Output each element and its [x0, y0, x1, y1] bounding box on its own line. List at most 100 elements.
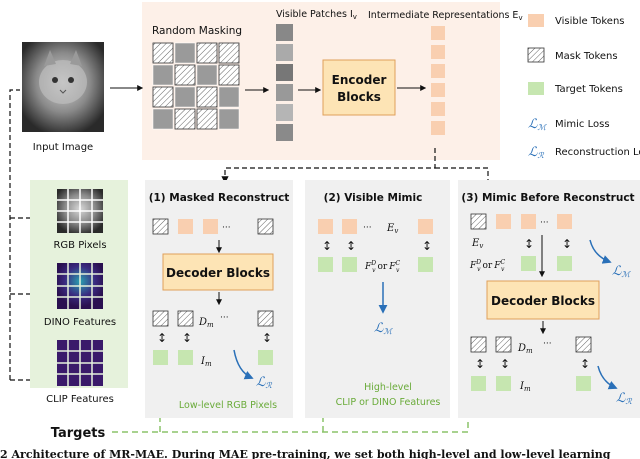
panel1-title: (1) Masked Reconstruct [149, 192, 290, 204]
encoder-blocks [322, 59, 396, 116]
panel3-mimic-loss: ℒℳ [612, 264, 631, 279]
panel3-title: (3) Mimic Before Reconstruct [461, 192, 634, 204]
mask-patch [152, 42, 174, 64]
visible-patch-thumb [276, 84, 293, 101]
mask-patch [196, 86, 218, 108]
svg-text:ℒℳ: ℒℳ [528, 117, 547, 132]
svg-text:Dm: Dm [198, 317, 214, 329]
visible-patch [174, 86, 196, 108]
rgb-pixels-label: RGB Pixels [53, 240, 106, 251]
visible-patch [196, 64, 218, 86]
panel3-top-tokens: ··· [470, 213, 572, 230]
mask-patch [196, 42, 218, 64]
svg-text:↕: ↕ [346, 239, 356, 253]
visible-patch [218, 108, 240, 130]
intermediate-token [431, 102, 445, 116]
svg-text:ℒℛ: ℒℛ [528, 145, 544, 160]
svg-text:···: ··· [543, 339, 552, 349]
svg-text:↕: ↕ [562, 237, 572, 251]
svg-text:···: ··· [222, 223, 231, 233]
legend: Visible Tokens Mask Tokens Target Tokens… [527, 14, 640, 160]
panel3-decoder-label: Decoder Blocks [491, 294, 595, 308]
input-image-label: Input Image [33, 142, 93, 153]
targets-label: Targets [51, 426, 106, 441]
intermediate-tokens [431, 26, 445, 135]
visible-patch [152, 108, 174, 130]
clip-features-label: CLIP Features [46, 394, 114, 405]
legend-target: Target Tokens [554, 84, 623, 95]
panel3-decoder-blocks [486, 280, 600, 320]
svg-text:↕: ↕ [500, 357, 510, 371]
visible-patch-thumb [276, 64, 293, 81]
svg-text:Im: Im [200, 356, 212, 368]
svg-text:Ev: Ev [386, 223, 398, 235]
panel3-recon-loss: ℒℛ [616, 391, 632, 406]
panel3-target-tokens [521, 256, 572, 271]
intermediate-token [431, 83, 445, 97]
intermediate-token [431, 45, 445, 59]
panel3-mask-tokens: Dm ··· [470, 336, 592, 355]
mask-patch [218, 42, 240, 64]
visible-patches-label: Visible Patches Iv [276, 9, 357, 21]
legend-recon: Reconstruction Loss [555, 147, 640, 158]
svg-text:↕: ↕ [182, 331, 192, 345]
visible-patch-thumb [276, 24, 293, 41]
input-image [22, 42, 104, 132]
svg-text:↕: ↕ [580, 357, 590, 371]
panel2-title: (2) Visible Mimic [324, 192, 423, 204]
svg-text:···: ··· [363, 223, 372, 233]
panel1-target-tokens: Im [153, 350, 273, 368]
figure-caption: 2 Architecture of MR-MAE. During MAE pre… [0, 448, 611, 459]
mask-patch [174, 108, 196, 130]
intermediate-token [431, 26, 445, 40]
svg-text:↕: ↕ [157, 331, 167, 345]
visible-patch-column [276, 24, 293, 141]
encoder-label-2: Blocks [337, 90, 381, 104]
svg-text:···: ··· [540, 218, 549, 228]
panel2-caption1: High-level [364, 382, 412, 393]
rgb-pixels-thumb [57, 189, 103, 233]
intermediate-token [431, 64, 445, 78]
legend-mask: Mask Tokens [555, 51, 618, 62]
visible-patch [174, 42, 196, 64]
mask-patch [218, 64, 240, 86]
panel2-mimic-loss: ℒℳ [374, 321, 393, 336]
intermediate-token [431, 121, 445, 135]
svg-text:Dm: Dm [517, 343, 533, 355]
visible-patch-thumb [276, 44, 293, 61]
svg-text:↕: ↕ [422, 239, 432, 253]
panel2-top-tokens: ··· Ev [318, 219, 433, 235]
mask-patch [174, 64, 196, 86]
intermediate-label: Intermediate Representations Ev [368, 10, 523, 22]
svg-text:↕: ↕ [475, 357, 485, 371]
dino-features-thumb [57, 263, 103, 309]
masked-patch-grid [152, 42, 240, 130]
svg-text:Im: Im [519, 381, 531, 393]
dino-features-label: DINO Features [44, 317, 116, 328]
panel1-mask-tokens: Dm ··· [152, 310, 274, 329]
legend-mimic: Mimic Loss [555, 119, 610, 130]
svg-text:↕: ↕ [524, 237, 534, 251]
random-masking-label: Random Masking [152, 25, 242, 37]
panel1-decoder-blocks [162, 253, 274, 291]
panel3-bottom-target-tokens: Im [471, 376, 591, 393]
svg-text:↕: ↕ [262, 331, 272, 345]
legend-visible: Visible Tokens [555, 16, 625, 27]
visible-patch-thumb [276, 124, 293, 141]
visible-patch-thumb [276, 104, 293, 121]
encoder-label-1: Encoder [332, 73, 387, 87]
panel2-caption2: CLIP or DINO Features [336, 397, 441, 408]
mask-patch [196, 108, 218, 130]
svg-text:↕: ↕ [322, 239, 332, 253]
svg-text:···: ··· [220, 313, 229, 323]
visible-patch [218, 86, 240, 108]
mask-patch [152, 86, 174, 108]
panel1-caption: Low-level RGB Pixels [179, 400, 277, 411]
clip-features-thumb [57, 340, 103, 386]
panel1-decoder-label: Decoder Blocks [166, 266, 270, 280]
visible-patch [152, 64, 174, 86]
svg-text:Ev: Ev [471, 238, 483, 250]
